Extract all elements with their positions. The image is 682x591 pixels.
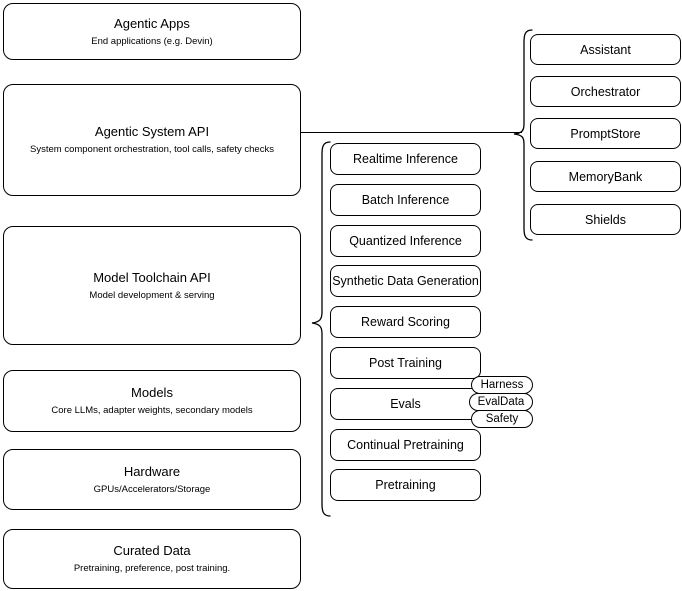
capability-batch-inference[interactable]: Batch Inference <box>330 184 481 216</box>
layer-title: Agentic System API <box>94 124 210 139</box>
layer-title: Curated Data <box>113 543 191 558</box>
layer-title: Agentic Apps <box>114 15 190 31</box>
capability-label: Reward Scoring <box>361 315 450 329</box>
brace-toolchain-capabilities <box>310 140 332 518</box>
layer-title: Hardware <box>123 463 181 479</box>
capability-label: Batch Inference <box>361 193 450 207</box>
layer-subtitle: Pretraining, preference, post training. <box>73 563 231 574</box>
component-label: MemoryBank <box>568 169 643 184</box>
eval-badge-safety[interactable]: Safety <box>471 410 533 428</box>
layer-subtitle: Core LLMs, adapter weights, secondary mo… <box>51 405 253 416</box>
capability-label: Pretraining <box>375 478 436 492</box>
capability-synthetic-data-generation[interactable]: Synthetic Data Generation <box>330 265 481 297</box>
layer-curated-data[interactable]: Curated Data Pretraining, preference, po… <box>3 529 301 589</box>
layer-subtitle: Model development & serving <box>89 289 215 301</box>
component-label: Assistant <box>580 42 631 57</box>
connector-agentic-system-to-components <box>301 132 522 133</box>
layer-title: Models <box>131 385 173 400</box>
component-label: Shields <box>585 212 626 227</box>
capability-pretraining[interactable]: Pretraining <box>330 469 481 501</box>
eval-badge-label: Harness <box>480 379 524 391</box>
capability-quantized-inference[interactable]: Quantized Inference <box>330 225 481 257</box>
component-assistant[interactable]: Assistant <box>530 34 681 65</box>
capability-reward-scoring[interactable]: Reward Scoring <box>330 306 481 338</box>
layer-models[interactable]: Models Core LLMs, adapter weights, secon… <box>3 370 301 432</box>
eval-badge-label: Safety <box>485 413 519 425</box>
layer-subtitle: System component orchestration, tool cal… <box>30 144 274 155</box>
layer-subtitle: End applications (e.g. Devin) <box>91 35 213 47</box>
component-shields[interactable]: Shields <box>530 204 681 235</box>
capability-label: Realtime Inference <box>353 152 458 166</box>
layer-subtitle: GPUs/Accelerators/Storage <box>93 483 211 495</box>
layer-title: Model Toolchain API <box>93 269 211 285</box>
component-memorybank[interactable]: MemoryBank <box>530 161 681 192</box>
capability-continual-pretraining[interactable]: Continual Pretraining <box>330 429 481 461</box>
layer-agentic-system-api[interactable]: Agentic System API System component orch… <box>3 84 301 196</box>
capability-label: Continual Pretraining <box>347 438 464 452</box>
capability-label: Synthetic Data Generation <box>332 274 479 288</box>
eval-badge-evaldata[interactable]: EvalData <box>469 393 533 411</box>
eval-badge-label: EvalData <box>477 396 525 408</box>
capability-realtime-inference[interactable]: Realtime Inference <box>330 143 481 175</box>
capability-label: Quantized Inference <box>349 234 462 248</box>
layer-hardware[interactable]: Hardware GPUs/Accelerators/Storage <box>3 449 301 510</box>
component-promptstore[interactable]: PromptStore <box>530 118 681 149</box>
component-label: PromptStore <box>570 126 641 141</box>
eval-badge-harness[interactable]: Harness <box>471 376 533 394</box>
capability-evals[interactable]: Evals <box>330 388 481 420</box>
capability-label: Evals <box>390 397 421 411</box>
capability-post-training[interactable]: Post Training <box>330 347 481 379</box>
layer-agentic-apps[interactable]: Agentic Apps End applications (e.g. Devi… <box>3 3 301 60</box>
component-label: Orchestrator <box>570 84 641 99</box>
capability-label: Post Training <box>369 356 442 370</box>
component-orchestrator[interactable]: Orchestrator <box>530 76 681 107</box>
layer-model-toolchain-api[interactable]: Model Toolchain API Model development & … <box>3 226 301 345</box>
